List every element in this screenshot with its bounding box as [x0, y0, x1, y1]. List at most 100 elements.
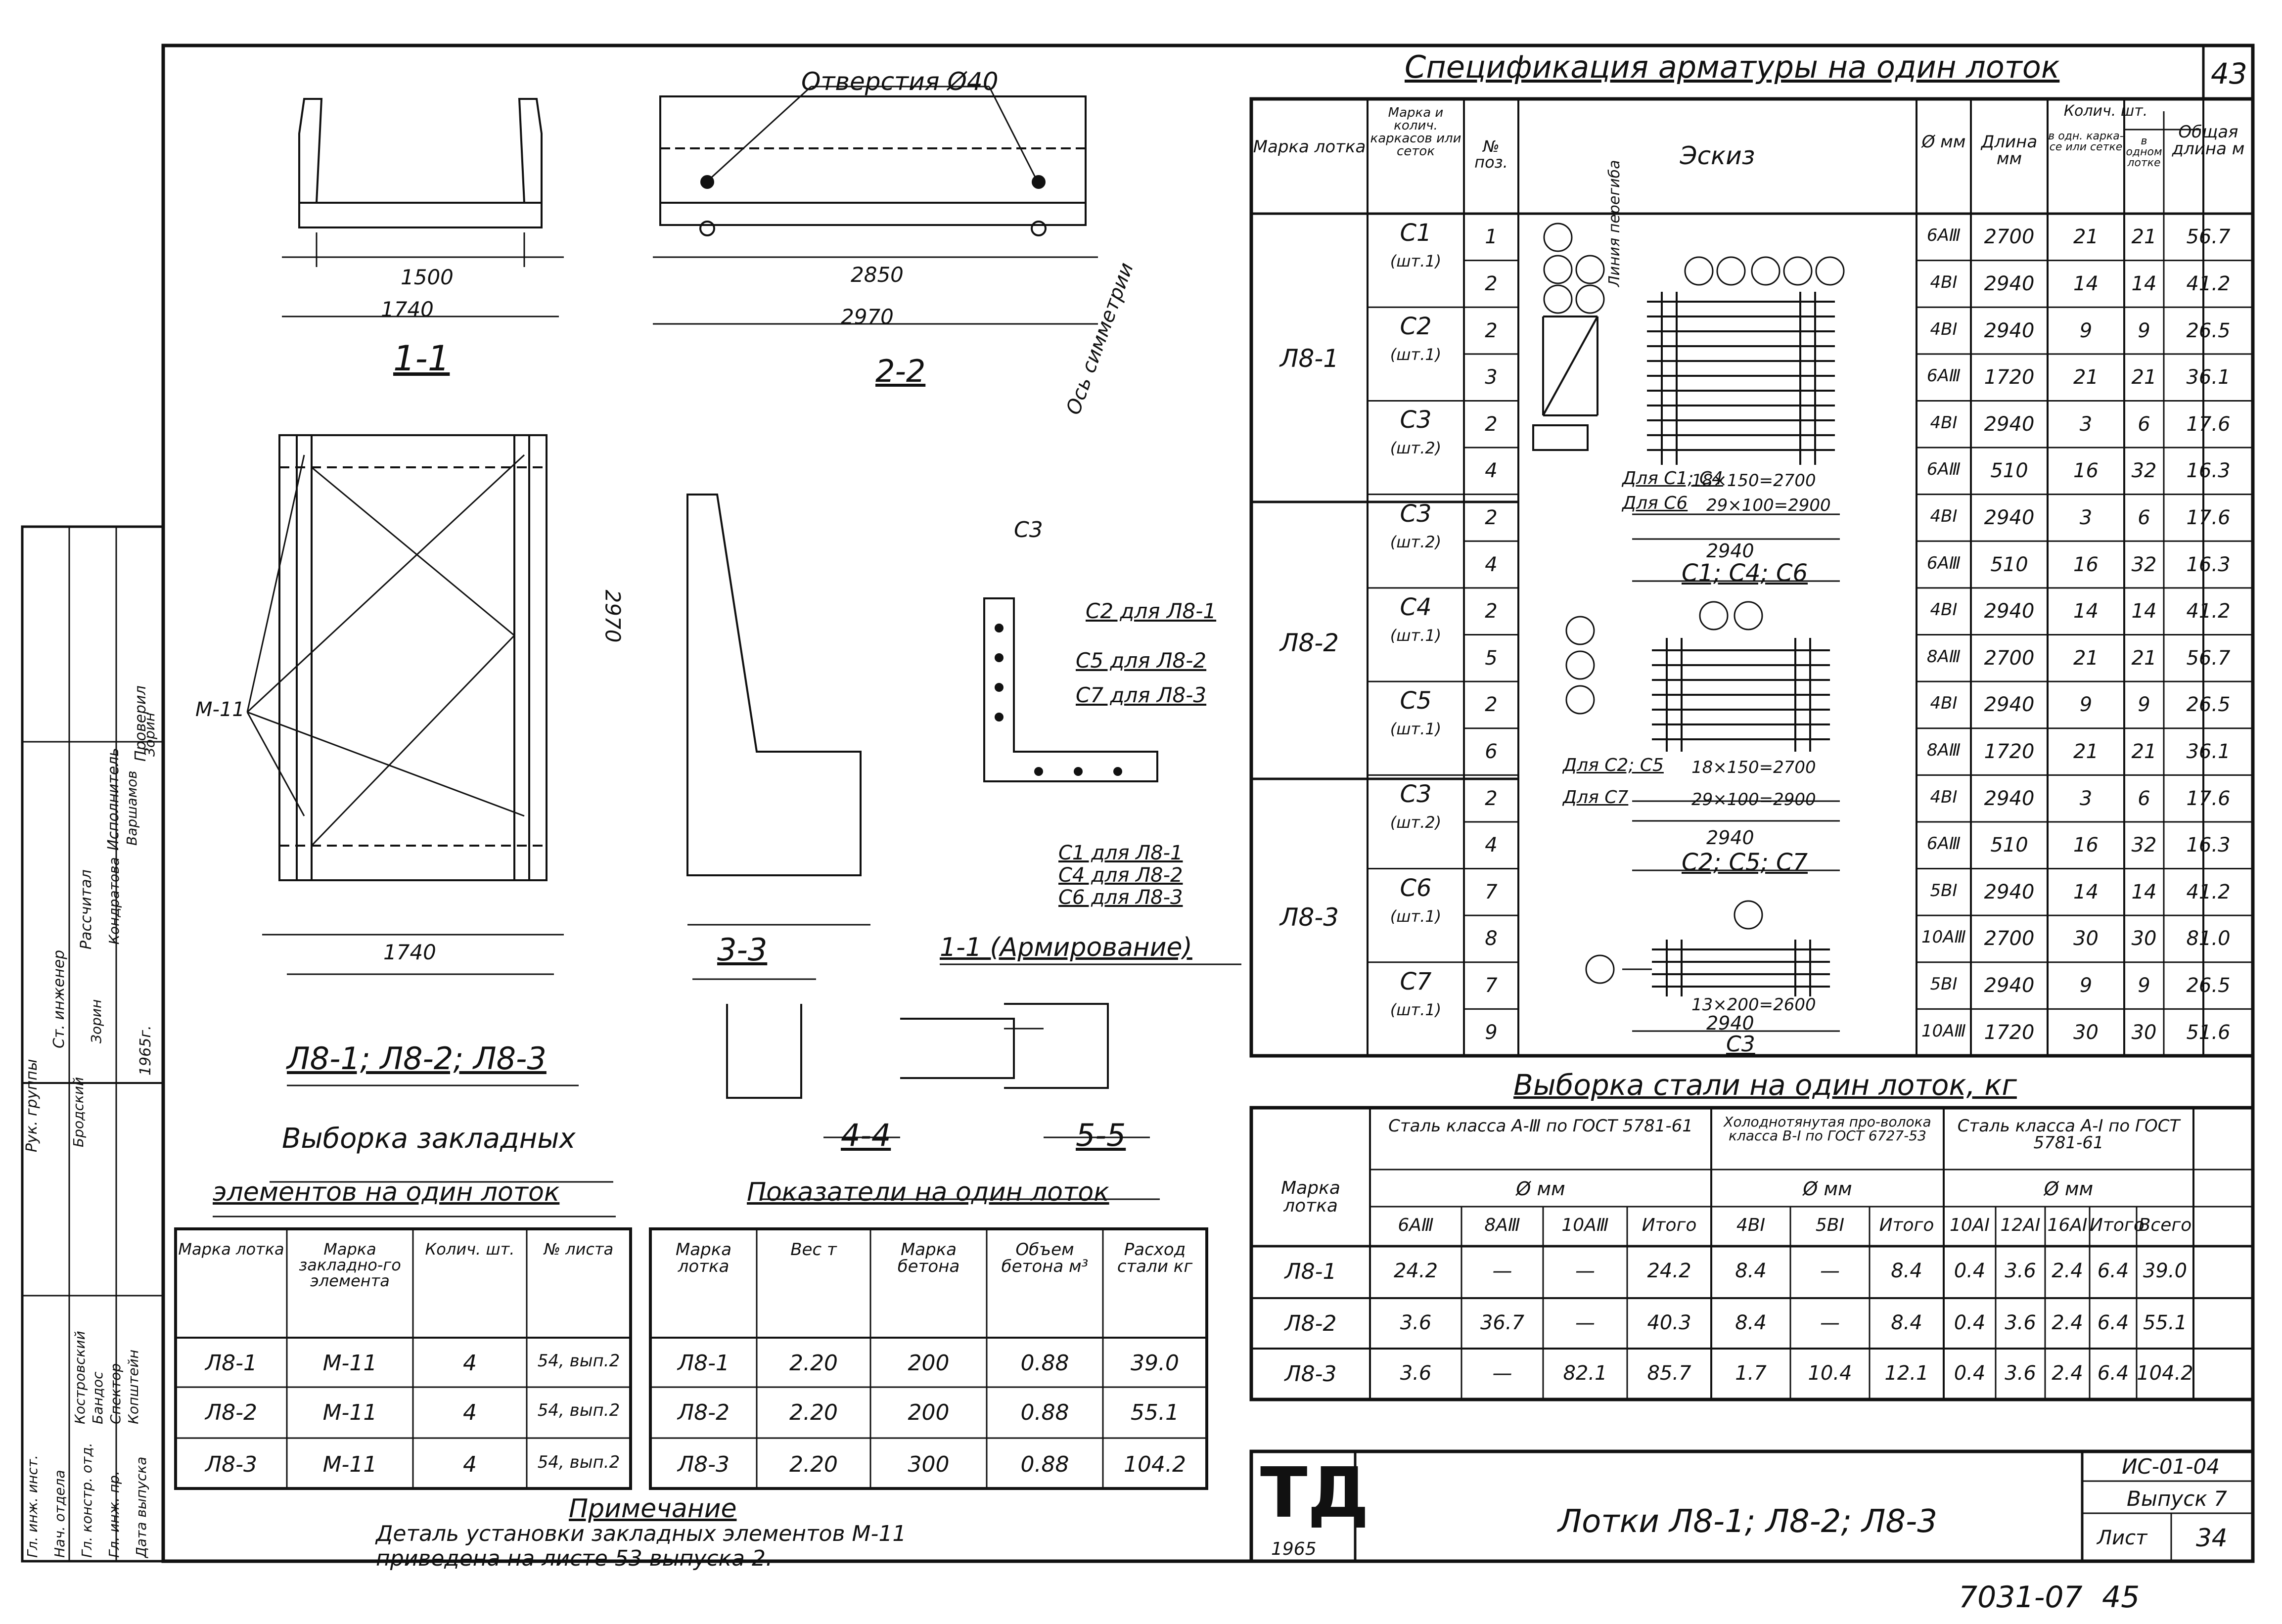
spec-total: 36.1 — [2186, 740, 2231, 764]
page-number: 45 — [2102, 1580, 2140, 1615]
stamp-name: Бродский — [70, 1077, 87, 1147]
embedded-header-cell: № листа — [544, 1240, 614, 1259]
stamp-role-lower: Гл. констр. отд. — [79, 1443, 95, 1558]
stamp-role: Исполнитель — [105, 748, 122, 851]
spec-length: 1720 — [1984, 740, 2035, 764]
spec-table-grid — [1249, 47, 2255, 1058]
steel-value: 82.1 — [1563, 1362, 1607, 1385]
steel-header-dia-3: Ø мм — [2044, 1178, 2094, 1200]
note-line-1: Деталь установки закладных элементов М-1… — [376, 1521, 907, 1546]
spec-qty-tray: 21 — [2131, 226, 2157, 249]
c7-callout: С7 для Л8-3 — [1076, 683, 1207, 707]
spec-qty-frame: 21 — [2073, 646, 2099, 670]
spec-dia: 10АⅢ — [1921, 1021, 1966, 1041]
indicators-header-cell: Вес т — [790, 1240, 837, 1260]
steel-col-header: 12АI — [2000, 1215, 2041, 1235]
indicators-cell: Л8-2 — [678, 1400, 730, 1425]
spec-total: 41.2 — [2186, 272, 2231, 295]
spec-frame-count: (шт.1) — [1390, 906, 1442, 926]
spec-qty-frame: 14 — [2073, 880, 2099, 903]
spec-total: 81.0 — [2186, 927, 2231, 950]
spec-dia: 6АⅢ — [1926, 553, 1961, 573]
indicators-cell: 2.20 — [789, 1351, 838, 1376]
spec-qty-tray: 32 — [2131, 553, 2157, 576]
steel-col-header: 16АI — [2047, 1215, 2088, 1235]
spec-mark-l8-3: Л8-3 — [1279, 903, 1339, 932]
spec-length: 1720 — [1984, 366, 2035, 389]
embedded-cell: 4 — [463, 1452, 477, 1477]
spec-dia: 5ВI — [1930, 880, 1958, 901]
spec-qty-frame: 16 — [2073, 459, 2099, 483]
detail-drawings — [213, 978, 1160, 1218]
spec-total: 51.6 — [2186, 1021, 2231, 1044]
embedded-cell: 54, вып.2 — [537, 1400, 620, 1420]
spec-qty-tray: 14 — [2131, 272, 2157, 295]
spacing-1: 18×150=2700 — [1691, 471, 1816, 491]
indicators-cell: 200 — [908, 1351, 950, 1376]
dim-2850: 2850 — [851, 263, 904, 287]
spec-pos: 4 — [1485, 553, 1498, 576]
indicators-cell: 39.0 — [1131, 1351, 1179, 1376]
spec-length: 2940 — [1984, 506, 2035, 529]
stamp-name: Варшамов — [124, 770, 140, 846]
spec-qty-frame: 16 — [2073, 553, 2099, 576]
indicators-cell: Л8-1 — [678, 1351, 730, 1376]
steel-value: 8.4 — [1735, 1311, 1767, 1334]
spec-header-frame: Марка и колич. каркасов или сеток — [1370, 105, 1461, 159]
spec-frame-count: (шт.1) — [1390, 1000, 1442, 1019]
spacing-3: 13×200=2600 — [1691, 995, 1816, 1015]
spec-qty-frame: 21 — [2073, 740, 2099, 764]
spec-pos: 5 — [1485, 646, 1498, 670]
stamp-name-lower: Спектор — [107, 1363, 124, 1424]
spec-dia: 5ВI — [1930, 974, 1958, 994]
spec-header-dia: Ø мм — [1921, 132, 1966, 152]
spec-header-pos: № поз. — [1474, 137, 1508, 172]
splice-line-label: Линия перегиба — [1606, 160, 1623, 287]
steel-header-a1: Сталь класса А-I по ГОСТ 5781-61 — [1957, 1116, 2180, 1153]
spec-qty-frame: 9 — [2079, 974, 2093, 997]
steel-value: 24.2 — [1647, 1260, 1691, 1282]
stamp-role: Рассчитал — [78, 869, 95, 949]
steel-table-grid — [1249, 1106, 2255, 1401]
steel-col-header: Всего — [2138, 1215, 2192, 1235]
indicators-cell: 55.1 — [1131, 1400, 1179, 1425]
embedded-title-2: элементов на один лоток — [213, 1177, 560, 1207]
embedded-header-cell: Колич. шт. — [425, 1240, 515, 1259]
spec-frame-count: (шт.2) — [1390, 532, 1442, 551]
steel-value: 0.4 — [1954, 1311, 1986, 1334]
stamp-name: Зорин — [88, 999, 104, 1043]
spec-length: 2940 — [1984, 412, 2035, 436]
steel-value: 3.6 — [1400, 1311, 1432, 1334]
spec-qty-frame: 14 — [2073, 600, 2099, 623]
steel-value: 8.4 — [1891, 1260, 1922, 1282]
indicators-cell: Л8-3 — [678, 1452, 730, 1477]
spec-dia: 4ВI — [1930, 319, 1958, 339]
spec-length: 2940 — [1984, 974, 2035, 997]
steel-value: 1.7 — [1735, 1362, 1767, 1385]
steel-header-mark: Марка лотка — [1281, 1178, 1340, 1216]
title-block-grid — [1249, 1449, 2255, 1563]
spec-qty-tray: 14 — [2131, 880, 2157, 903]
steel-value: 3.6 — [2005, 1311, 2036, 1334]
drawing-code: ИС-01-04 — [2122, 1454, 2220, 1479]
steel-row-mark: Л8-3 — [1284, 1361, 1337, 1387]
spec-total: 26.5 — [2186, 693, 2231, 717]
sketch-dim-2940-c: 2940 — [1706, 1012, 1754, 1034]
embedded-cell: Л8-1 — [205, 1351, 257, 1376]
spec-qty-frame: 3 — [2079, 412, 2093, 436]
spec-length: 1720 — [1984, 1021, 2035, 1044]
spec-dia: 4ВI — [1930, 272, 1958, 292]
spec-pos: 2 — [1485, 412, 1498, 436]
section-1-1-title: 1-1 — [393, 338, 450, 379]
spec-frame-name: С5 — [1400, 687, 1432, 715]
spec-qty-tray: 6 — [2138, 787, 2150, 810]
sketch-for-c7: Для С7 — [1563, 787, 1629, 808]
stamp-role-lower: Дата выпуска — [133, 1456, 149, 1558]
stamp-role-lower: Нач. отдела — [51, 1470, 68, 1558]
sketch-for-c2c5: Для С2; С5 — [1563, 755, 1664, 775]
spec-total: 56.7 — [2186, 226, 2231, 249]
embedded-header-cell: Марка закладно-го элемента — [299, 1240, 401, 1290]
spec-header-sketch: Эскиз — [1680, 141, 1755, 170]
indicators-cell: 2.20 — [789, 1400, 838, 1425]
spec-pos: 1 — [1485, 226, 1498, 249]
